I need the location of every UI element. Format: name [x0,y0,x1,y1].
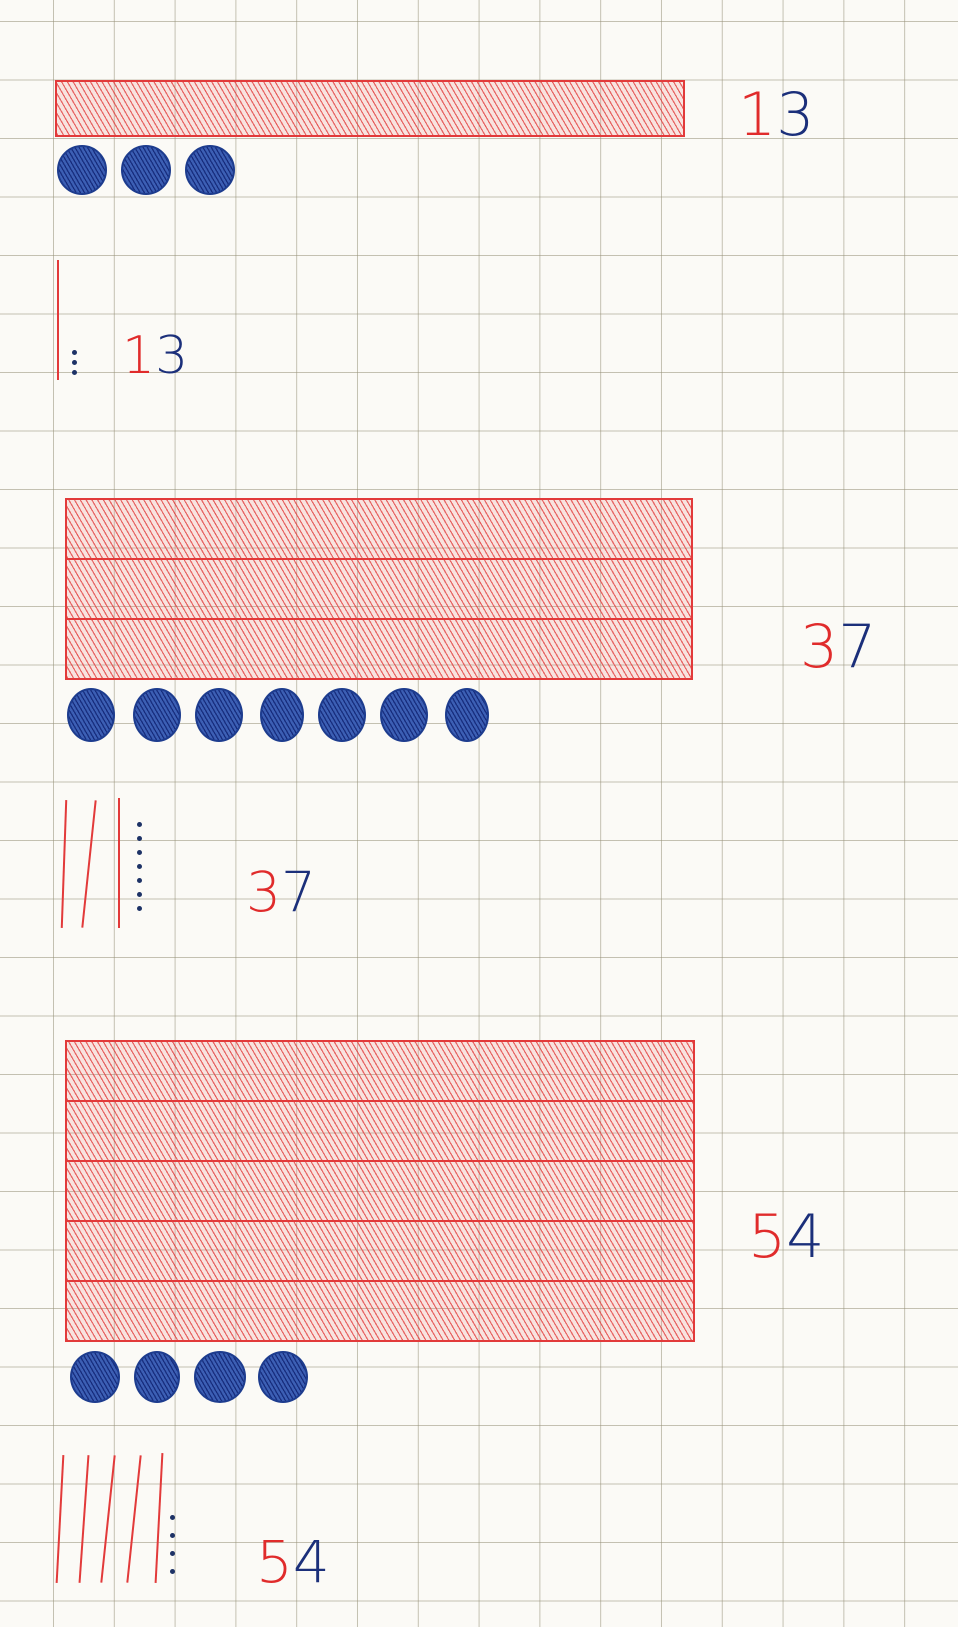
ones-dot [185,145,235,195]
ones-pip [72,350,77,355]
ones-digit: 3 [155,326,188,386]
tens-digit: 1 [738,80,776,150]
ones-pip [137,822,142,827]
tens-bar [65,618,693,680]
tens-stick [155,1453,164,1583]
ones-pip [72,370,77,375]
tens-bar [65,1160,695,1222]
tens-digit: 5 [748,1202,786,1272]
ones-dot [260,688,304,742]
number-label-37: 37 [800,617,876,677]
ones-dot [194,1351,246,1403]
tens-stick [81,800,96,928]
example-13-model: 13 [0,0,958,200]
ones-dot [258,1351,308,1403]
ones-dot [121,145,171,195]
ones-digit: 7 [838,612,876,682]
tens-digit: 1 [122,326,155,386]
ones-dot [318,688,366,742]
tens-stick [126,1455,141,1583]
ones-pip [170,1569,175,1574]
tens-bar [65,558,693,620]
tens-bar [65,498,693,560]
example-37-shorthand: 37 [0,790,400,930]
ones-digit: 4 [786,1202,824,1272]
ones-pip [170,1533,175,1538]
number-label-13: 13 [738,85,814,145]
tens-bar [65,1040,695,1102]
ones-dot [380,688,428,742]
tens-stick [79,1455,90,1583]
ones-pip [137,878,142,883]
ones-pip [137,892,142,897]
ones-pip [137,864,142,869]
ones-pip [72,360,77,365]
ones-pip [137,906,142,911]
tens-bar [55,80,685,137]
ones-digit: 7 [281,860,316,924]
ones-digit: 4 [293,1528,330,1596]
example-54-shorthand: 54 [0,1445,420,1595]
number-label-54: 54 [748,1207,824,1267]
tens-bar [65,1220,695,1282]
tens-stick [61,800,67,928]
number-label-54-short: 54 [256,1533,330,1591]
ones-dot [134,1351,180,1403]
number-label-13-short: 13 [122,330,188,382]
tens-stick [56,1455,65,1583]
tens-stick [118,798,120,928]
tens-digit: 3 [246,860,281,924]
ones-pip [170,1515,175,1520]
ones-dot [67,688,115,742]
ones-pip [137,836,142,841]
example-37-model: 37 [0,490,958,750]
ones-dot [133,688,181,742]
ones-pip [137,850,142,855]
tens-digit: 5 [256,1528,293,1596]
tens-digit: 3 [800,612,838,682]
example-13-shorthand: 13 [0,250,300,390]
example-54-model: 54 [0,1035,958,1405]
ones-dot [445,688,489,742]
ones-dot [70,1351,120,1403]
tens-bar [65,1100,695,1162]
number-label-37-short: 37 [246,865,316,920]
ones-pip [170,1551,175,1556]
ones-digit: 3 [776,80,814,150]
ones-dot [195,688,243,742]
tens-stick [100,1455,115,1583]
ones-dot [57,145,107,195]
tens-stick [57,260,59,380]
tens-bar [65,1280,695,1342]
